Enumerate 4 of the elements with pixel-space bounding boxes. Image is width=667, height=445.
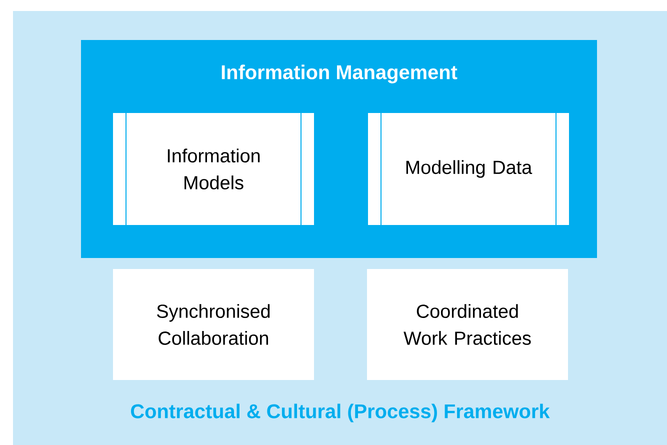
process-box: Modelling Data (368, 112, 569, 226)
text-box: Coordinated Work Practices (367, 269, 568, 380)
text-box: Synchronised Collaboration (113, 269, 314, 380)
process-box: Information Models (113, 112, 314, 226)
